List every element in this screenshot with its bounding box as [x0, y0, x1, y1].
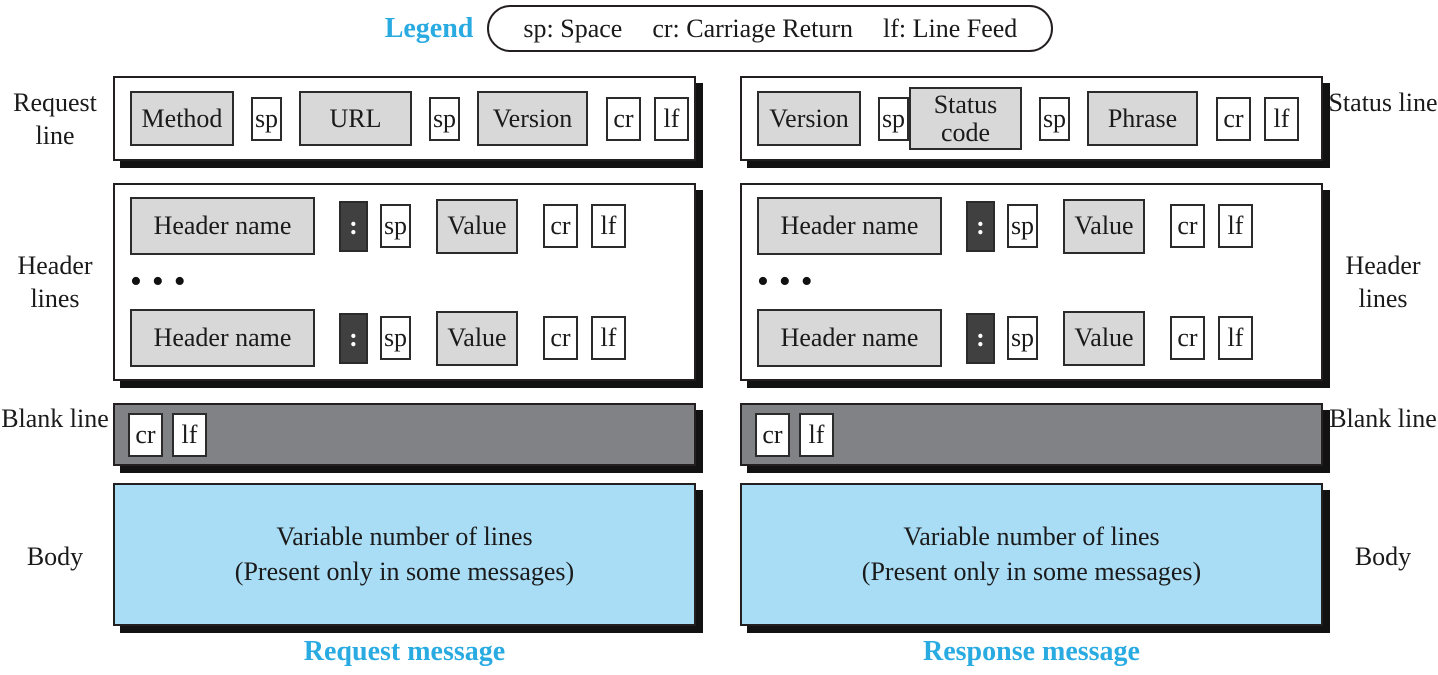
body-text-line2: (Present only in some messages) — [861, 557, 1202, 586]
lf-box: lf — [591, 204, 626, 248]
label-body-left: Body — [26, 542, 84, 571]
body-text-line2: (Present only in some messages) — [234, 557, 575, 586]
cr-box: cr — [543, 204, 578, 248]
status-line-panel: Version sp Status code sp Phrase cr lf — [740, 76, 1323, 161]
lf-box: lf — [1218, 204, 1253, 248]
header-line-row: Header name : sp Value cr lf — [742, 197, 1321, 255]
body-text-line1: Variable number of lines — [903, 522, 1160, 551]
legend-item-lf: lf: Line Feed — [883, 13, 1018, 43]
response-message-caption: Response message — [923, 636, 1140, 667]
cr-box: cr — [128, 412, 163, 457]
legend-pill: sp: Space cr: Carriage Return lf: Line F… — [487, 5, 1054, 52]
cr-box: cr — [543, 316, 578, 360]
header-name-box: Header name — [130, 309, 315, 367]
label-header-lines-left: Header lines — [17, 251, 93, 313]
colon-box: : — [339, 200, 368, 252]
blank-line-panel-request: cr lf — [113, 403, 696, 466]
cr-box: cr — [755, 412, 790, 457]
label-blank-line-left: Blank line — [1, 404, 109, 433]
header-line-row: Header name : sp Value cr lf — [115, 309, 694, 367]
sp-box: sp — [878, 96, 909, 141]
sp-box: sp — [380, 316, 411, 360]
legend: Legend sp: Space cr: Carriage Return lf:… — [0, 5, 1438, 52]
label-blank-line-right: Blank line — [1329, 404, 1437, 433]
label-header-lines-right: Header lines — [1345, 251, 1421, 313]
header-line-row: Header name : sp Value cr lf — [742, 309, 1321, 367]
legend-item-sp: sp: Space — [523, 13, 623, 43]
header-name-box: Header name — [757, 309, 942, 367]
lf-box: lf — [654, 96, 689, 141]
label-request-line: Request line — [13, 88, 97, 150]
sp-box: sp — [1039, 96, 1070, 141]
body-panel-request: Variable number of lines (Present only i… — [113, 483, 696, 626]
body-panel-response: Variable number of lines (Present only i… — [740, 483, 1323, 626]
url-box: URL — [299, 91, 412, 146]
label-status-line: Status line — [1328, 88, 1438, 117]
header-name-box: Header name — [757, 197, 942, 255]
sp-box: sp — [429, 96, 460, 141]
sp-box: sp — [1007, 204, 1038, 248]
colon-box: : — [966, 312, 995, 364]
colon-box: : — [339, 312, 368, 364]
cr-box: cr — [1170, 204, 1205, 248]
method-box: Method — [130, 91, 234, 146]
value-box: Value — [1063, 198, 1145, 254]
status-code-box: Status code — [909, 87, 1022, 150]
header-lines-panel-request: Header name : sp Value cr lf ••• Header … — [113, 183, 696, 381]
colon-box: : — [966, 200, 995, 252]
header-lines-panel-response: Header name : sp Value cr lf ••• Header … — [740, 183, 1323, 381]
sp-box: sp — [1007, 316, 1038, 360]
legend-item-cr: cr: Carriage Return — [652, 13, 853, 43]
request-message-caption: Request message — [303, 636, 506, 667]
value-box: Value — [1063, 310, 1145, 366]
value-box: Value — [436, 310, 518, 366]
label-body-right: Body — [1354, 542, 1412, 571]
lf-box: lf — [172, 412, 207, 457]
blank-line-panel-response: cr lf — [740, 403, 1323, 466]
lf-box: lf — [591, 316, 626, 360]
lf-box: lf — [799, 412, 834, 457]
lf-box: lf — [1264, 96, 1299, 141]
lf-box: lf — [1218, 316, 1253, 360]
legend-title: Legend — [384, 12, 474, 44]
sp-box: sp — [380, 204, 411, 248]
cr-box: cr — [1216, 96, 1251, 141]
header-line-row: Header name : sp Value cr lf — [115, 197, 694, 255]
version-box: Version — [477, 91, 588, 146]
body-text-line1: Variable number of lines — [276, 522, 533, 551]
value-box: Value — [436, 198, 518, 254]
cr-box: cr — [1170, 316, 1205, 360]
version-box: Version — [757, 91, 861, 146]
sp-box: sp — [251, 96, 282, 141]
phrase-box: Phrase — [1087, 91, 1198, 146]
request-line-panel: Method sp URL sp Version cr lf — [113, 76, 696, 161]
header-name-box: Header name — [130, 197, 315, 255]
cr-box: cr — [606, 96, 641, 141]
